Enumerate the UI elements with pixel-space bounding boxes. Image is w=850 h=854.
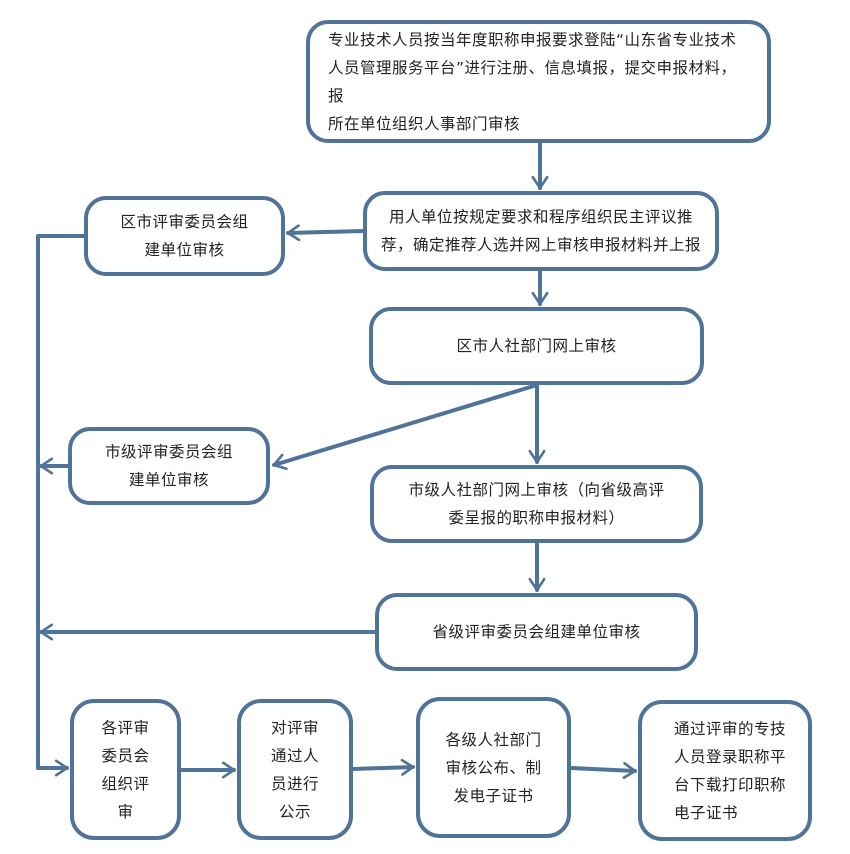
node-district-hr-online-review: 区市人社部门网上审核: [369, 307, 704, 385]
edge-district-committee-bus: [36, 234, 86, 768]
edge-district-hr-to-city-committee: [272, 383, 539, 465]
node-city-committee-unit-review: 市级评审委员会组 建单位审核: [68, 427, 270, 505]
node-label: 省级评审委员会组建单位审核: [432, 623, 641, 641]
node-label: 区市人社部门网上审核: [456, 337, 617, 355]
node-label: 对评审 通过人 员进行 公示: [270, 718, 319, 821]
node-district-committee-unit-review: 区市评审委员会组 建单位审核: [84, 196, 285, 276]
node-label: 各评审 委员会 组织评 审: [101, 718, 150, 821]
node-download-certificate: 通过评审的专技 人员登录职称平 台下载打印职称 电子证书: [638, 700, 812, 841]
node-publicize-passed: 对评审 通过人 员进行 公示: [237, 699, 353, 840]
node-label: 各级人社部门 审核公布、制 发电子证书: [445, 730, 542, 805]
node-label: 区市评审委员会组 建单位审核: [120, 213, 249, 259]
node-label: 专业技术人员按当年度职称申报要求登陆“山东省专业技术 人员管理服务平台”进行注册…: [328, 30, 737, 133]
node-submit-materials: 专业技术人员按当年度职称申报要求登陆“山东省专业技术 人员管理服务平台”进行注册…: [306, 20, 771, 143]
node-label: 通过评审的专技 人员登录职称平 台下载打印职称 电子证书: [673, 719, 786, 822]
node-label: 市级人社部门网上审核（向省级高评 委呈报的职称申报材料）: [408, 481, 665, 527]
node-label: 市级评审委员会组 建单位审核: [104, 443, 233, 489]
node-label: 用人单位按规定要求和程序组织民主评议推 荐，确定推荐人选并网上审核申报材料并上报: [380, 208, 701, 254]
node-employer-recommend: 用人单位按规定要求和程序组织民主评议推 荐，确定推荐人选并网上审核申报材料并上报: [363, 191, 719, 271]
node-province-committee-unit-review: 省级评审委员会组建单位审核: [375, 593, 698, 671]
edge-publicize-to-hr-publish: [351, 767, 415, 769]
node-hr-publish-certificates: 各级人社部门 审核公布、制 发电子证书: [416, 697, 571, 838]
node-committees-organize-review: 各评审 委员会 组织评 审: [70, 699, 181, 840]
node-city-hr-online-review: 市级人社部门网上审核（向省级高评 委呈报的职称申报材料）: [370, 465, 703, 543]
edge-hr-publish-to-download: [569, 768, 637, 771]
edge-employer-to-district-committee: [286, 231, 365, 233]
